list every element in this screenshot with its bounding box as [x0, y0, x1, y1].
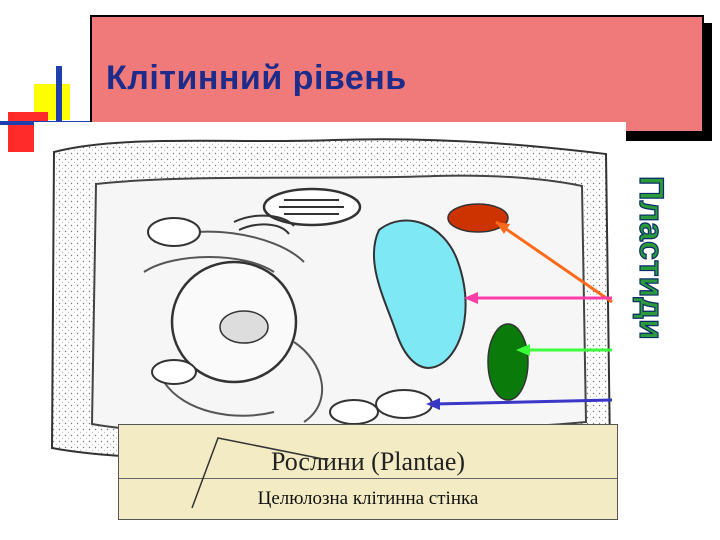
endoplasmic-reticulum: [143, 230, 323, 423]
mitochondrion: [329, 399, 379, 425]
mitochondrion: [147, 217, 201, 247]
slide-title: Клітинний рівень: [106, 59, 407, 97]
caption-title: Рослини (Plantae): [270, 447, 466, 476]
decor-blue-vertical-line: [56, 66, 62, 126]
golgi: [233, 214, 295, 235]
mitochondrion: [151, 359, 197, 385]
caption-pointer: [191, 437, 329, 509]
plant-cell-illustration: [34, 122, 626, 464]
title-box: Клітинний рівень: [90, 15, 704, 133]
side-label-plastids: Пластиди: [631, 175, 670, 340]
caption-subtitle: Целюлозна клітинна стінка: [257, 488, 479, 509]
chromoplast: [447, 203, 509, 233]
nucleolus: [219, 310, 269, 344]
chloroplast: [487, 323, 529, 401]
caption-subtitle-box: Целюлозна клітинна стінка: [119, 478, 617, 519]
side-label-text: Пластиди: [632, 176, 670, 340]
arrow-pink: [464, 292, 612, 304]
leucoplast: [375, 389, 433, 419]
arrow-orange: [495, 220, 613, 304]
vacuole: [372, 219, 467, 369]
arrow-blue: [426, 398, 613, 410]
caption-panel: Рослини (Plantae) Целюлозна клітинна сті…: [118, 424, 618, 520]
arrow-green: [516, 344, 612, 356]
